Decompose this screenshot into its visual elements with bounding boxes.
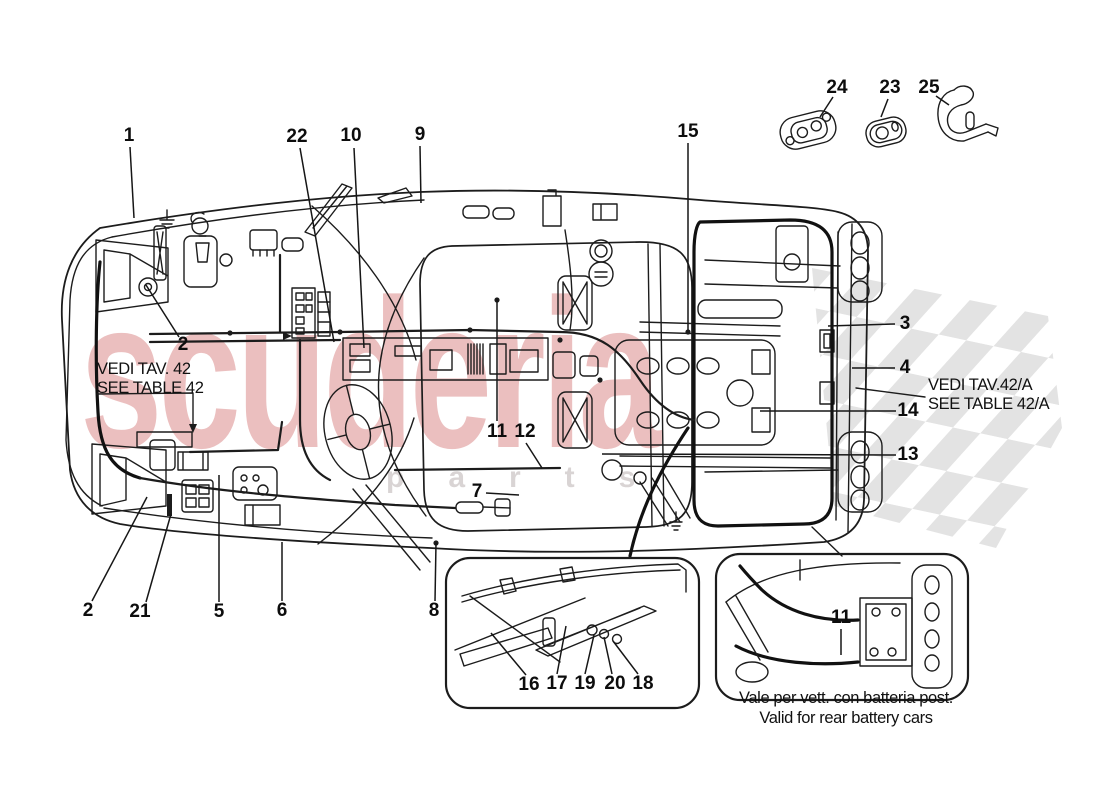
callout-1: 1: [123, 125, 135, 146]
callout-25: 25: [918, 77, 940, 98]
inset-rear-battery-box: [714, 552, 970, 702]
callout-13: 13: [897, 444, 919, 465]
callout-12: 12: [514, 421, 536, 442]
callout-18: 18: [632, 673, 654, 694]
callout-19: 19: [574, 673, 596, 694]
callout-10: 10: [340, 125, 362, 146]
callout-6: 6: [276, 600, 288, 621]
callout-17: 17: [546, 673, 568, 694]
callout-16: 16: [518, 674, 540, 695]
note-see-table-42-line1: VEDI TAV. 42: [97, 360, 191, 378]
part-23-grommet: [865, 116, 907, 148]
callout-14: 14: [897, 400, 919, 421]
rear-lights: [819, 221, 883, 513]
watermark-sub: parts: [386, 461, 680, 494]
callout-4: 4: [899, 357, 911, 378]
note-rear-battery-line2: Valid for rear battery cars: [759, 709, 933, 728]
callout-2: 2: [82, 600, 94, 621]
part-24-connector-plate: [779, 110, 837, 150]
inset-frame-box: [444, 556, 701, 710]
wiring-harness: [94, 218, 843, 558]
note-rear-battery-line1: Vale per vett. con batteria post.: [739, 689, 953, 707]
callout-22: 22: [286, 126, 308, 147]
callout-9: 9: [414, 124, 426, 145]
callout-11: 11: [830, 607, 852, 628]
callout-23: 23: [879, 77, 901, 98]
note-see-table-42-line2: SEE TABLE 42: [97, 379, 204, 398]
callout-11: 11: [486, 421, 508, 442]
note-see-table-42a-line2: SEE TABLE 42/A: [928, 395, 1050, 414]
front-components: [91, 183, 393, 526]
note-see-table-42a: VEDI TAV.42/A SEE TABLE 42/A: [928, 376, 1050, 415]
checkered-flag: [812, 268, 1062, 548]
callout-3: 3: [899, 313, 911, 334]
callout-20: 20: [604, 673, 626, 694]
note-see-table-42: VEDI TAV. 42 SEE TABLE 42: [97, 360, 204, 399]
part-25-clamp: [937, 85, 999, 142]
callout-8: 8: [428, 600, 440, 621]
note-see-table-42a-line1: VEDI TAV.42/A: [928, 376, 1033, 394]
engine-lid-outline: [377, 241, 693, 532]
console-strip: [283, 332, 549, 381]
callout-24: 24: [826, 77, 848, 98]
note-leader-lines: [96, 387, 926, 433]
engine-bay: [601, 225, 831, 531]
callout-7: 7: [471, 481, 483, 502]
callout-5: 5: [213, 601, 225, 622]
cabin-roof-items: [377, 187, 618, 517]
note-rear-battery: Vale per vett. con batteria post. Valid …: [715, 688, 977, 728]
callout-21: 21: [129, 601, 151, 622]
callout-2: 2: [177, 334, 189, 355]
callout-15: 15: [677, 121, 699, 142]
